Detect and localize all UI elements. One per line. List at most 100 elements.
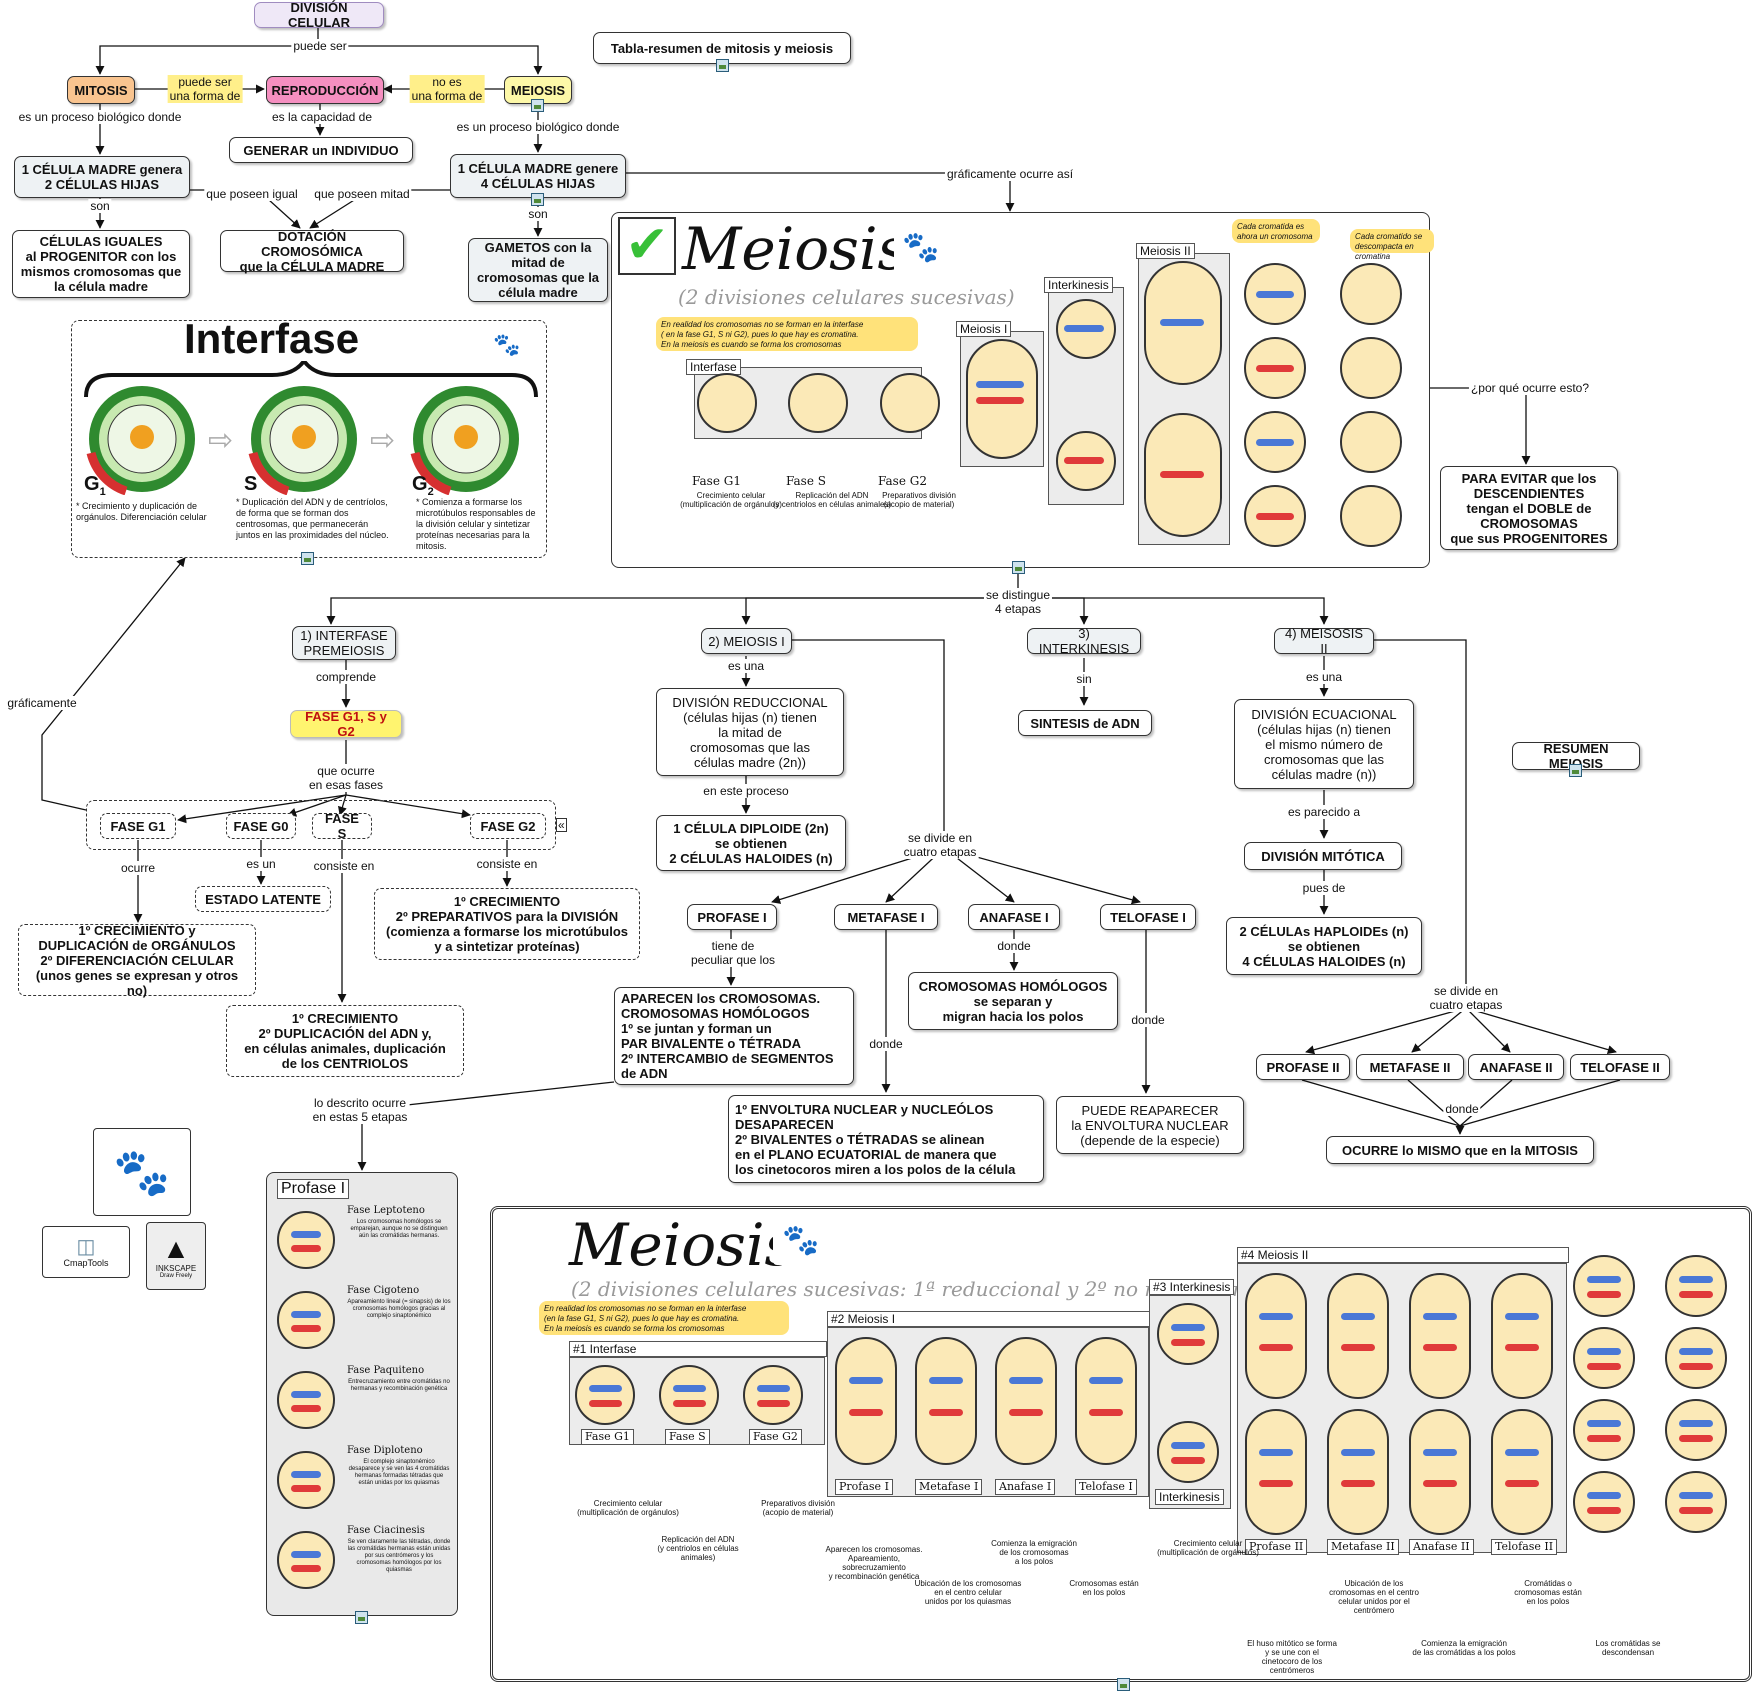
node-division-ecuacional[interactable]: DIVISIÓN ECUACIONAL (células hijas (n) t…: [1234, 699, 1414, 789]
node-celula-diploide[interactable]: 1 CÉLULA DIPLOIDE (2n) se obtienen 2 CÉL…: [656, 815, 846, 871]
arrow-icon: ⇨: [208, 424, 234, 457]
chromosome-red: [1679, 1291, 1714, 1299]
meiosis-bottom-panel[interactable]: Meiosis (2 divisiones celulares sucesiva…: [490, 1206, 1752, 1682]
image-attachment-icon[interactable]: [1117, 1678, 1130, 1691]
link-label: es una: [725, 659, 767, 673]
profase-cell: [277, 1371, 335, 1429]
node-fase-g1[interactable]: FASE G1: [100, 813, 176, 839]
chromosome-blue: [1341, 1312, 1376, 1320]
node-anafase-i[interactable]: ANAFASE I: [968, 904, 1060, 930]
chromosome-blue: [1679, 1419, 1714, 1427]
final-cell: [1665, 1255, 1727, 1317]
chromosome-blue: [1423, 1312, 1458, 1320]
node-metafase-i[interactable]: METAFASE I: [834, 904, 938, 930]
node-cromosomas-homologos[interactable]: CROMOSOMAS HOMÓLOGOS se separan y migran…: [908, 972, 1118, 1030]
meiosis-ii-cell: [1327, 1409, 1389, 1535]
chromosome-blue: [1587, 1491, 1622, 1499]
node-crecimiento-g2[interactable]: 1º CRECIMIENTO 2º PREPARATIVOS para la D…: [374, 888, 640, 960]
link-label: es un: [244, 857, 278, 871]
node-haploides[interactable]: 2 CÉLULAs HAPLOIDEs (n) se obtienen 4 CÉ…: [1226, 917, 1422, 975]
chromosome-blue: [1171, 1441, 1206, 1449]
image-attachment-icon[interactable]: [716, 59, 729, 72]
meiosis-i-stage-label: Meiosis I: [956, 321, 1012, 337]
node-evitar[interactable]: PARA EVITAR que los DESCENDIENTES tengan…: [1440, 466, 1618, 550]
chromosome-blue: [1505, 1312, 1540, 1320]
s-caption: Replicación del ADN (y centriolos en cél…: [772, 491, 892, 509]
cell-final-2: [1340, 337, 1402, 399]
chromosome-red: [1587, 1363, 1622, 1371]
node-reproduccion[interactable]: REPRODUCCIÓN: [266, 76, 384, 104]
node-division-mitotica[interactable]: DIVISIÓN MITÓTICA: [1244, 842, 1402, 870]
node-meiosis-ii[interactable]: 4) MEISOSIS II: [1274, 626, 1374, 656]
node-envoltura[interactable]: 1º ENVOLTURA NUCLEAR y NUCLEÓLOS DESAPAR…: [728, 1095, 1044, 1183]
node-aparecen[interactable]: APARECEN los CROMOSOMAS. CROMOSOMAS HOMÓ…: [614, 987, 854, 1085]
chromosome-blue: [1160, 319, 1204, 326]
image-attachment-icon[interactable]: [531, 99, 544, 112]
node-ocurre-mismo[interactable]: OCURRE lo MISMO que en la MITOSIS: [1326, 1136, 1594, 1164]
node-fase-g0[interactable]: FASE G0: [226, 813, 296, 839]
node-gametos[interactable]: GAMETOS con la mitad de cromosomas que l…: [468, 238, 608, 302]
note-descompacta: Cada cromatido se descompacta en cromati…: [1350, 229, 1434, 261]
node-reaparecer[interactable]: PUEDE REAPARECER la ENVOLTURA NUCLEAR (d…: [1056, 1096, 1244, 1154]
node-fase-g1-s-g2[interactable]: FASE G1, S y G2: [290, 709, 402, 739]
node-sintesis-adn[interactable]: SINTESIS de ADN: [1018, 710, 1152, 736]
chromosome-red: [291, 1325, 321, 1332]
interfase-title: Interfase: [184, 315, 360, 362]
chromosome-blue: [1587, 1347, 1622, 1355]
node-madre4[interactable]: 1 CÉLULA MADRE genere 4 CÉLULAS HIJAS: [450, 154, 626, 198]
node-fase-g2[interactable]: FASE G2: [470, 813, 546, 839]
node-anafase-ii[interactable]: ANAFASE II: [1468, 1054, 1564, 1080]
node-meiosis-i[interactable]: 2) MEIOSIS I: [701, 628, 792, 654]
meiosis-i-cell: [835, 1337, 897, 1465]
profase-cell: [277, 1291, 335, 1349]
node-generar[interactable]: GENERAR un INDIVIDUO: [229, 137, 413, 163]
node-crecimiento-s[interactable]: 1º CRECIMIENTO 2º DUPLICACIÓN del ADN y,…: [226, 1005, 464, 1077]
image-attachment-icon[interactable]: [355, 1611, 368, 1624]
s-label: S: [244, 473, 258, 495]
bottom-caption: Comienza la emigración de los cromosomas…: [991, 1539, 1077, 1566]
node-interkinesis[interactable]: 3) INTERKINESIS: [1027, 626, 1141, 656]
chromosome-blue: [1423, 1448, 1458, 1456]
collapse-icon[interactable]: «: [556, 818, 567, 832]
chromosome-red: [291, 1485, 321, 1492]
node-telofase-i[interactable]: TELOFASE I: [1100, 904, 1196, 930]
node-celulas-iguales[interactable]: CÉLULAS IGUALES al PROGENITOR con los mi…: [12, 230, 190, 298]
image-attachment-icon[interactable]: [1569, 764, 1582, 777]
interkinesis-stage-label: Interkinesis: [1044, 277, 1113, 293]
chromosome-red: [1505, 1344, 1540, 1352]
maestro-logo-small: 🐾: [482, 325, 532, 365]
meiosis-ii-cell: [1491, 1273, 1553, 1399]
node-telofase-ii[interactable]: TELOFASE II: [1570, 1054, 1670, 1080]
node-estado-latente[interactable]: ESTADO LATENTE: [195, 886, 331, 912]
image-attachment-icon[interactable]: [531, 193, 544, 206]
profase-stage-text: El complejo sinaptonémico desaparece y s…: [348, 1459, 450, 1486]
interfase-panel[interactable]: Interfase ⇨ ⇨ G1 S G2 * Crecimiento y du…: [71, 315, 547, 558]
maestro-naturales-logo: 🐾: [93, 1128, 191, 1216]
node-dotacion[interactable]: DOTACIÓN CROMOSÓMICA que la CÉLULA MADRE: [220, 229, 404, 274]
link-label: sin: [1074, 672, 1094, 686]
profase-cell: [277, 1451, 335, 1509]
interkinesis-cell: [1157, 1303, 1219, 1365]
node-madre2[interactable]: 1 CÉLULA MADRE genera 2 CÉLULAS HIJAS: [14, 156, 190, 198]
node-interfase-premeiosis[interactable]: 1) INTERFASE PREMEIOSIS: [292, 626, 396, 660]
chromosome-blue: [1256, 439, 1294, 446]
node-division-reduccional[interactable]: DIVISIÓN REDUCCIONAL (células hijas (n) …: [656, 688, 844, 776]
chromosome-blue: [291, 1471, 321, 1478]
phase-i-label: Telofase I: [1075, 1479, 1137, 1495]
node-profase-i[interactable]: PROFASE I: [687, 904, 777, 930]
image-attachment-icon[interactable]: [301, 552, 314, 565]
node-mitosis[interactable]: MITOSIS: [67, 76, 135, 104]
node-fase-s[interactable]: FASE S: [312, 811, 372, 841]
image-attachment-icon[interactable]: [1012, 561, 1025, 574]
link-label: ¿por qué ocurre esto?: [1468, 381, 1592, 395]
g1-caption: Crecimiento celular (multiplicación de o…: [680, 491, 782, 509]
meiosis-diagram-panel[interactable]: ✔ Meiosis (2 divisiones celulares sucesi…: [611, 212, 1434, 568]
phase-i-label: Anafase I: [995, 1479, 1056, 1495]
node-metafase-ii[interactable]: METAFASE II: [1356, 1054, 1464, 1080]
node-division-celular[interactable]: DIVISIÓN CELULAR: [254, 0, 384, 30]
node-crecimiento-g1[interactable]: 1º CRECIMIENTO y DUPLICACIÓN de ORGÁNULO…: [18, 923, 256, 998]
bottom-interk-footer: Interkinesis: [1155, 1489, 1224, 1505]
node-profase-ii[interactable]: PROFASE II: [1256, 1054, 1350, 1080]
